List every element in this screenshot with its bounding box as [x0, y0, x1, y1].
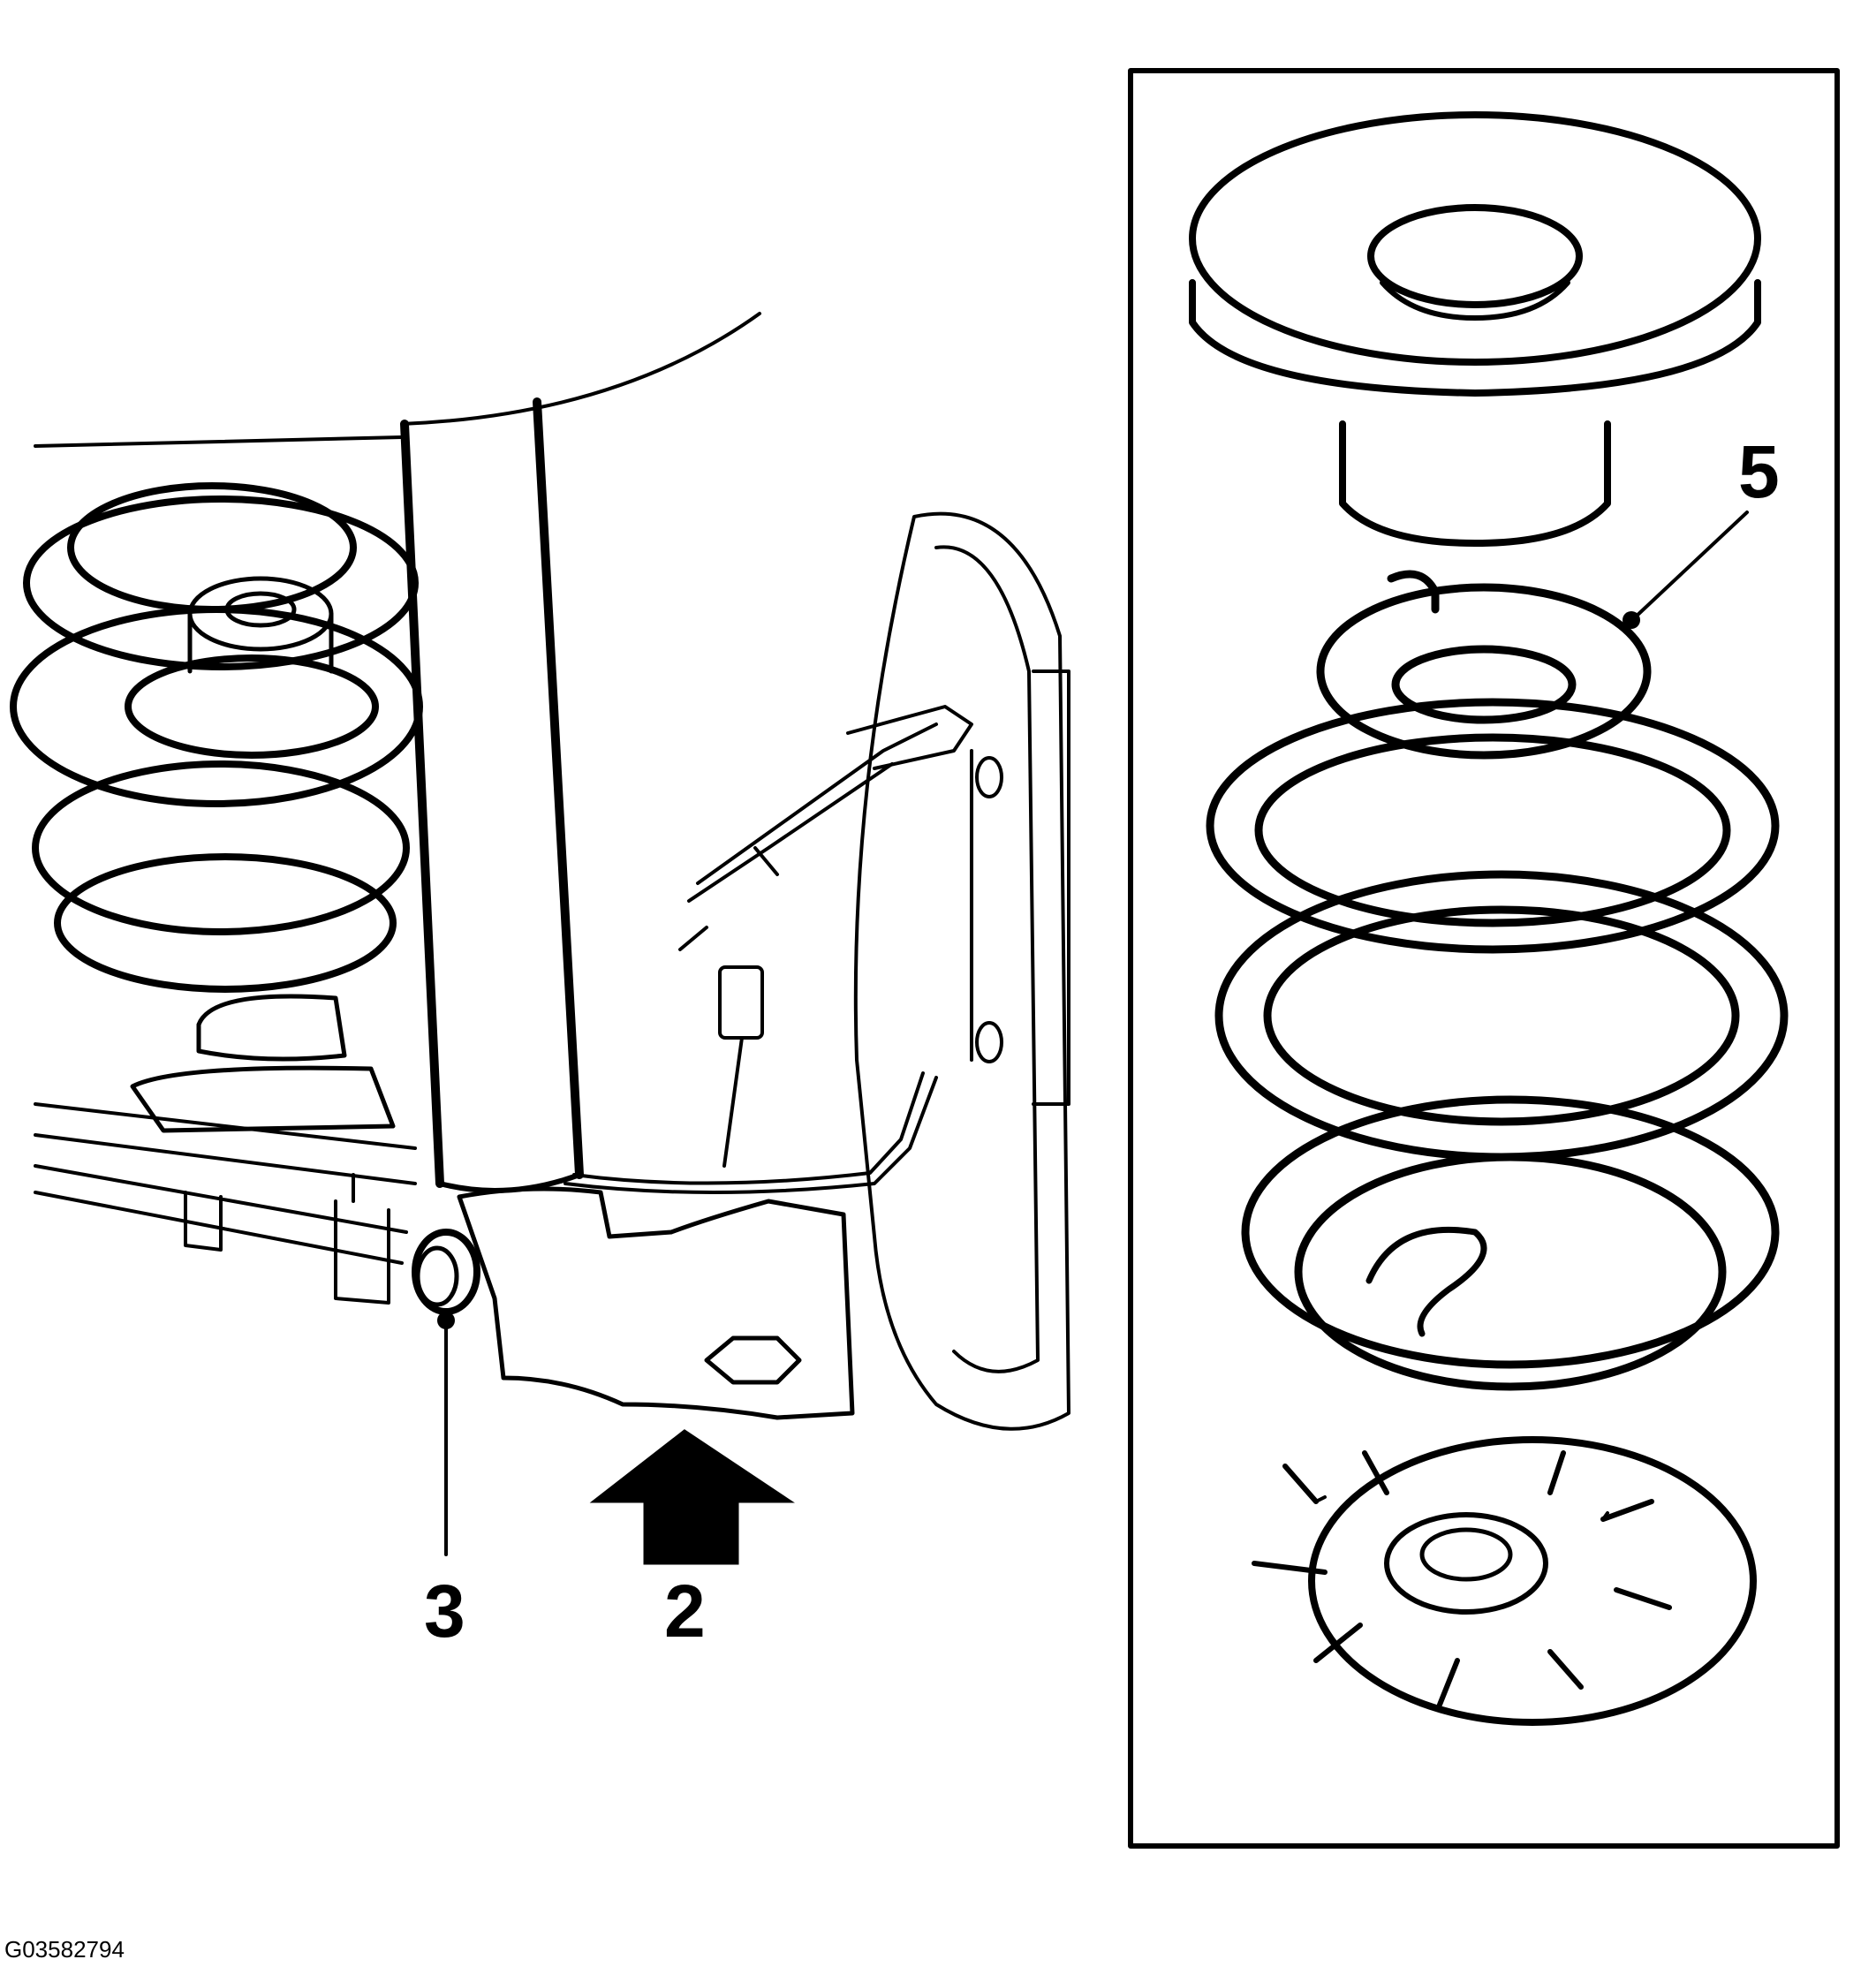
spring-upper-seat	[187, 576, 334, 674]
figure-id: G03582794	[4, 1936, 125, 1963]
exploded-view-frame	[1128, 68, 1840, 1849]
shock-absorber	[400, 397, 584, 1193]
leader-line-5	[1632, 511, 1749, 620]
exploded-coil-spring	[1206, 570, 1789, 1391]
callout-2: 2	[664, 1570, 706, 1653]
leader-dot-5	[1623, 611, 1640, 629]
lower-spring-seat	[1252, 1436, 1757, 1726]
up-arrow-icon	[589, 1429, 795, 1565]
spring-lower-seat	[130, 994, 396, 1133]
mounting-bolt	[412, 1229, 480, 1315]
callout-leaders	[444, 511, 1749, 1556]
leader-dot-3	[437, 1312, 455, 1329]
rear-axle-beam	[34, 1102, 417, 1305]
installed-coil-spring	[10, 482, 423, 993]
brake-line	[564, 705, 973, 1194]
callout-3: 3	[424, 1570, 465, 1653]
upper-spring-insulator	[1189, 111, 1761, 547]
vehicle-body-arch	[34, 312, 761, 448]
trailing-arm	[457, 1186, 855, 1420]
callout-5: 5	[1738, 430, 1780, 513]
brake-backing-plate	[853, 511, 1070, 1431]
